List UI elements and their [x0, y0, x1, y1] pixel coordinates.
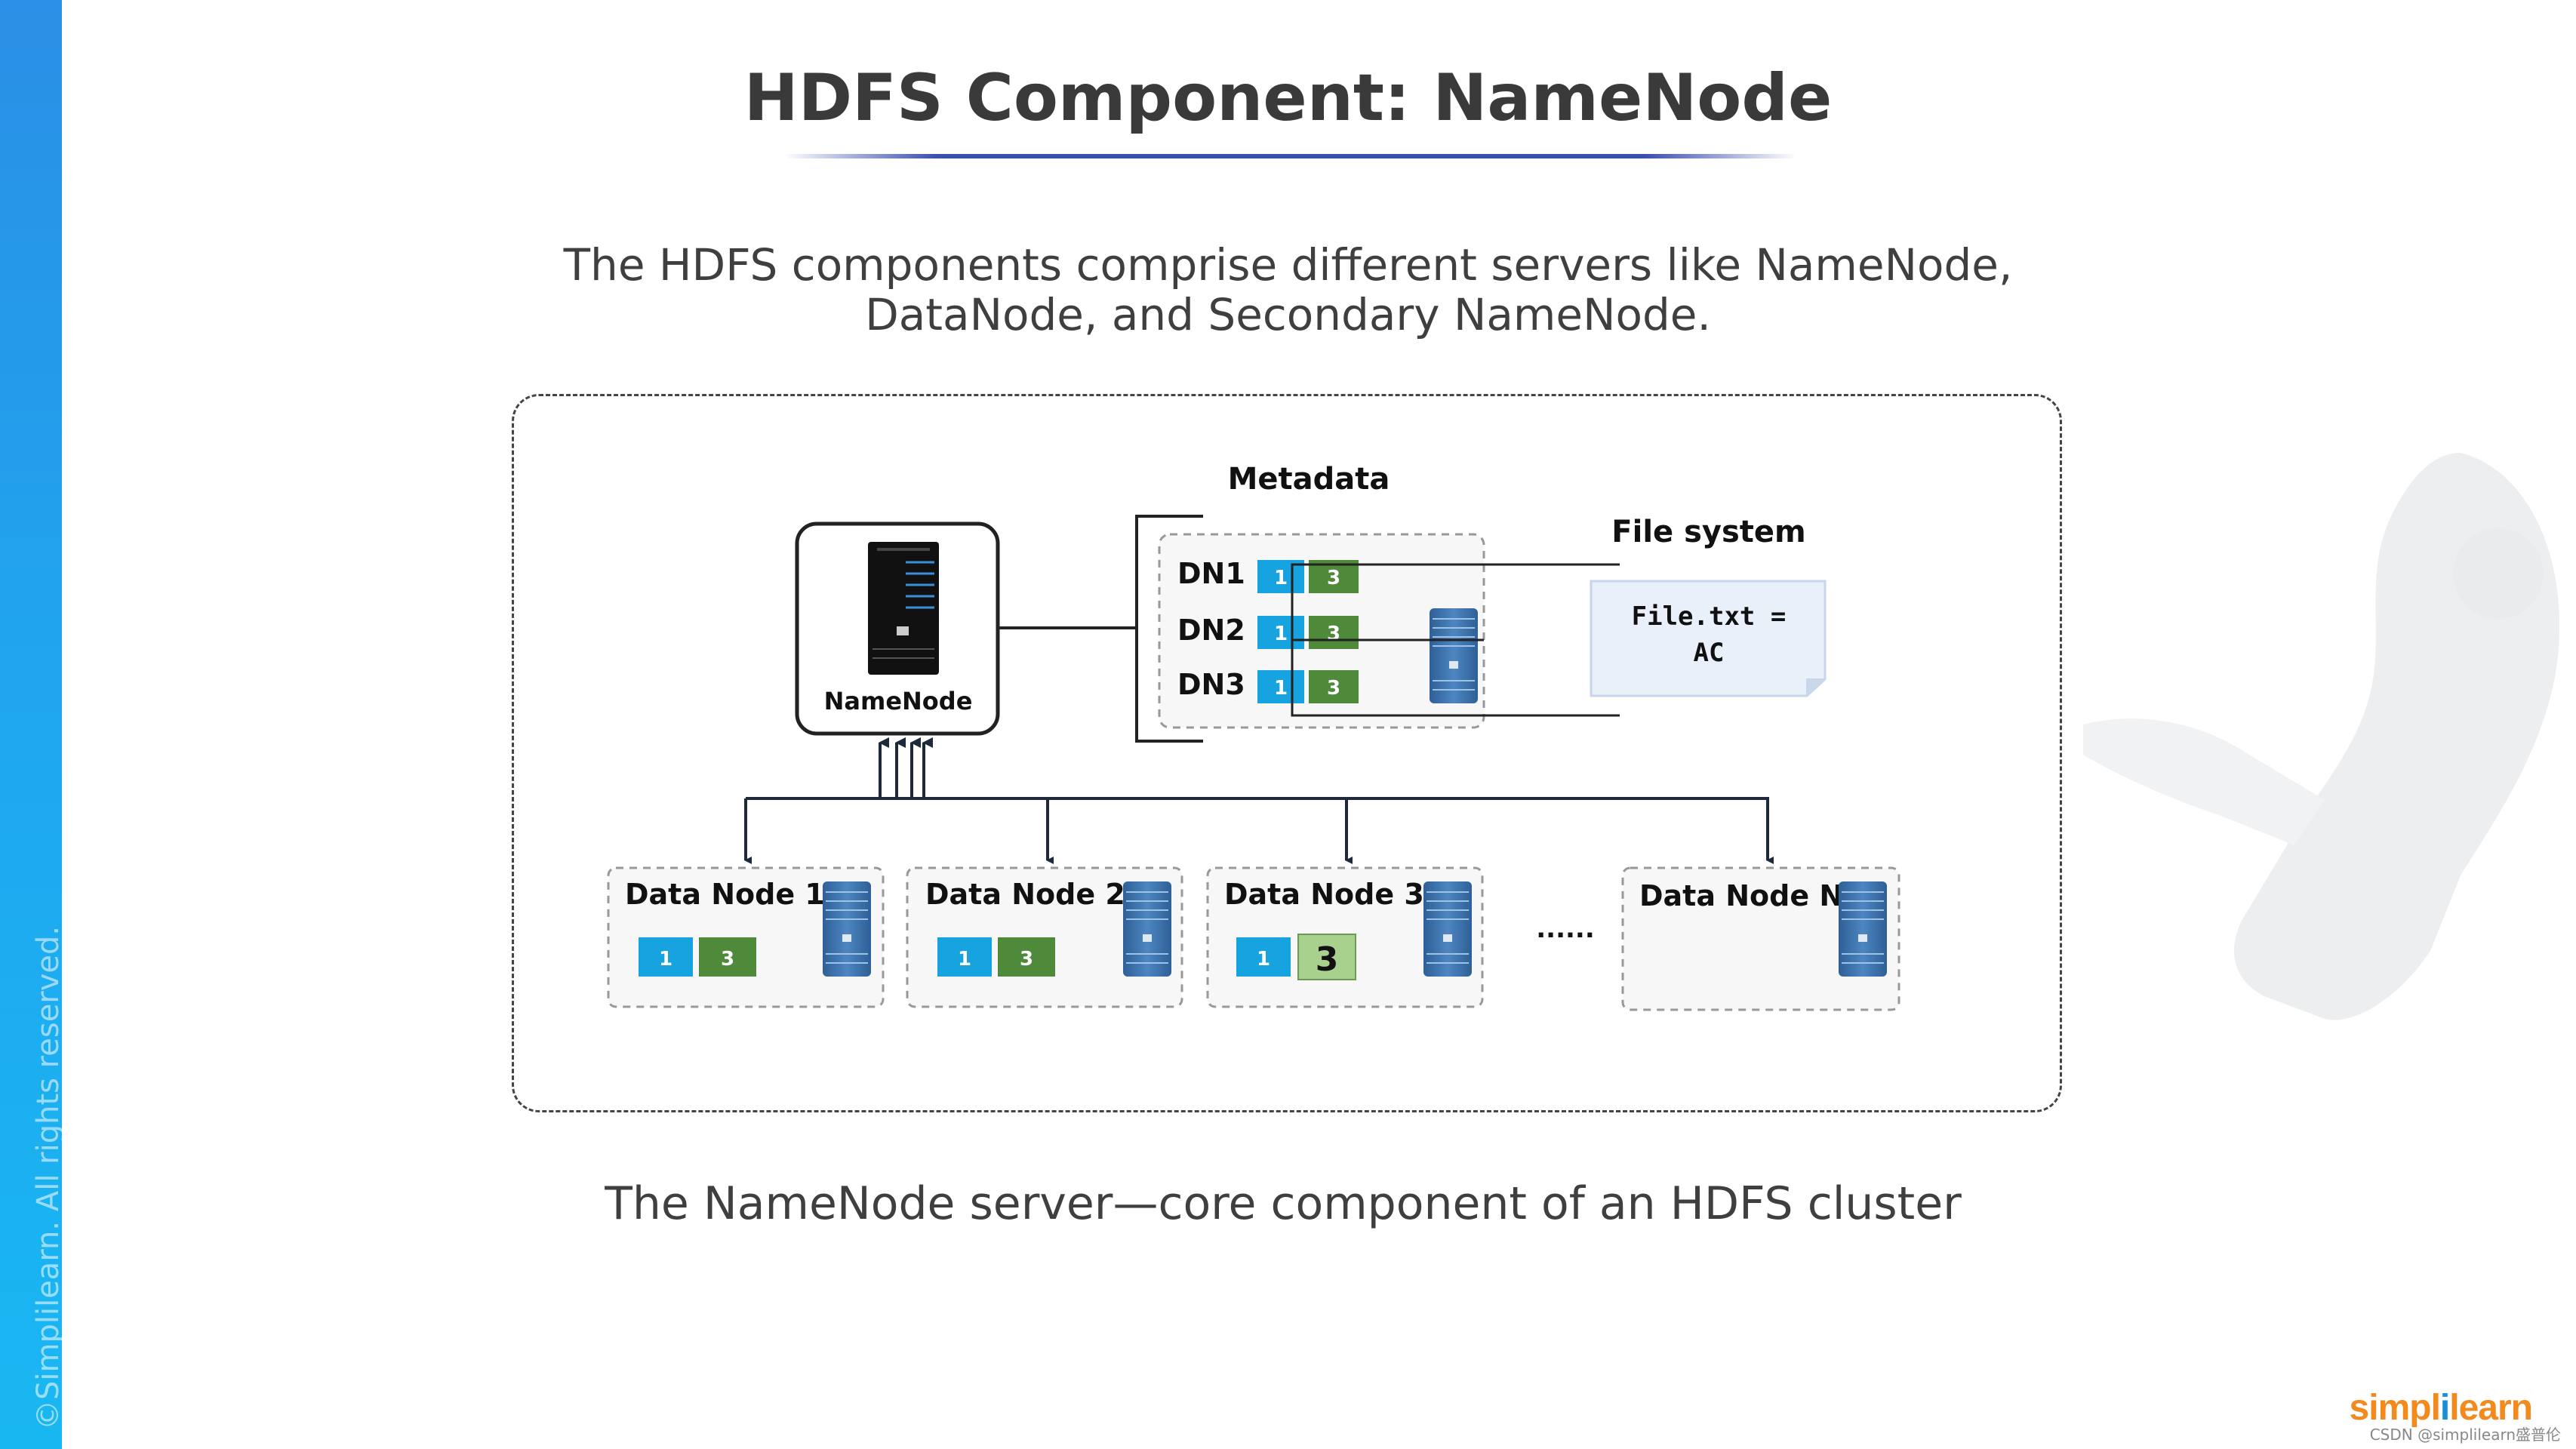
metadata-title: Metadata	[1228, 462, 1390, 497]
block-1-label: 1	[1274, 677, 1288, 700]
block-3	[998, 937, 1055, 977]
metadata-row-label: DN3	[1177, 668, 1245, 701]
subtitle-line-2: DataNode, and Secondary NameNode.	[865, 289, 1711, 340]
filesystem-title: File system	[1611, 515, 1805, 549]
slide-subtitle: The HDFS components comprise different s…	[0, 240, 2576, 340]
block-3-label: 3	[1327, 623, 1340, 645]
logo-text-2: i	[2439, 1388, 2450, 1428]
datanode-card: Data Node 3 1 3	[1206, 866, 1484, 1008]
block-1	[1236, 937, 1291, 977]
cluster-bus	[744, 737, 1774, 864]
block-1-label: 1	[1274, 567, 1288, 589]
block-3	[699, 937, 756, 977]
block-3-label: 3	[721, 948, 734, 971]
namenode-node: NameNode	[795, 521, 1000, 736]
datanode-label: Data Node 2	[925, 878, 1125, 911]
datanode-server-icon	[1839, 881, 1887, 977]
metadata-row-label: DN1	[1177, 557, 1245, 590]
block-3-label: 3	[1316, 940, 1339, 979]
metadata-row: DN2 1 3	[1177, 614, 1359, 649]
namenode-server-icon	[868, 542, 939, 675]
datanode-label: Data Node N	[1639, 879, 1843, 912]
block-3-highlighted	[1297, 934, 1356, 980]
left-accent-bar	[0, 0, 62, 1449]
block-3	[1309, 616, 1359, 649]
block-3-label: 3	[1020, 948, 1033, 971]
block-1-label: 1	[659, 948, 672, 971]
file-text-line-1: File.txt =	[1632, 601, 1787, 632]
slide-caption: The NameNode server—core component of an…	[605, 1177, 1962, 1230]
block-1	[1257, 670, 1304, 703]
metadata-row: DN3 1 3	[1177, 668, 1359, 703]
robot-arm-illustration	[2083, 453, 2560, 1020]
datanode-server-icon	[1123, 881, 1171, 977]
datanode-server-icon	[1423, 881, 1472, 977]
block-1-label: 1	[1274, 623, 1288, 645]
metadata-server-icon	[1430, 608, 1478, 703]
datanode-label: Data Node 1	[625, 878, 825, 911]
more-nodes-ellipsis: ......	[1536, 914, 1595, 944]
title-underline	[785, 154, 1796, 158]
datanode-label: Data Node 3	[1224, 878, 1424, 911]
diagram-frame	[512, 394, 2062, 1112]
block-1	[937, 937, 992, 977]
simplilearn-logo: simplilearn	[2349, 1387, 2533, 1429]
metadata-row-label: DN2	[1177, 614, 1245, 647]
metadata-bracket	[1135, 515, 1203, 743]
slide-title: HDFS Component: NameNode	[743, 60, 1833, 136]
subtitle-line-1: The HDFS components comprise different s…	[563, 239, 2013, 291]
block-1-label: 1	[958, 948, 971, 971]
logo-text-1: simpl	[2349, 1388, 2441, 1428]
logo-text-3: learn	[2449, 1388, 2533, 1428]
block-1	[1257, 616, 1304, 649]
file-note: File.txt = AC	[1590, 580, 1827, 697]
datanode-card: Data Node N	[1621, 866, 1900, 1011]
block-3-label: 3	[1327, 677, 1340, 700]
watermark-text: CSDN @simplilearn盛普伦	[2369, 1426, 2561, 1444]
metadata-row: DN1 1 3	[1177, 557, 1359, 593]
block-3-label: 3	[1327, 567, 1340, 589]
block-1-label: 1	[1257, 948, 1270, 971]
file-text-line-2: AC	[1694, 638, 1725, 668]
datanode-server-icon	[823, 881, 871, 977]
namenode-label: NameNode	[824, 687, 973, 715]
block-1	[639, 937, 693, 977]
block-3	[1309, 670, 1359, 703]
datanode-card: Data Node 1 1 3	[607, 866, 885, 1008]
datanode-card: Data Node 2 1 3	[906, 866, 1183, 1008]
